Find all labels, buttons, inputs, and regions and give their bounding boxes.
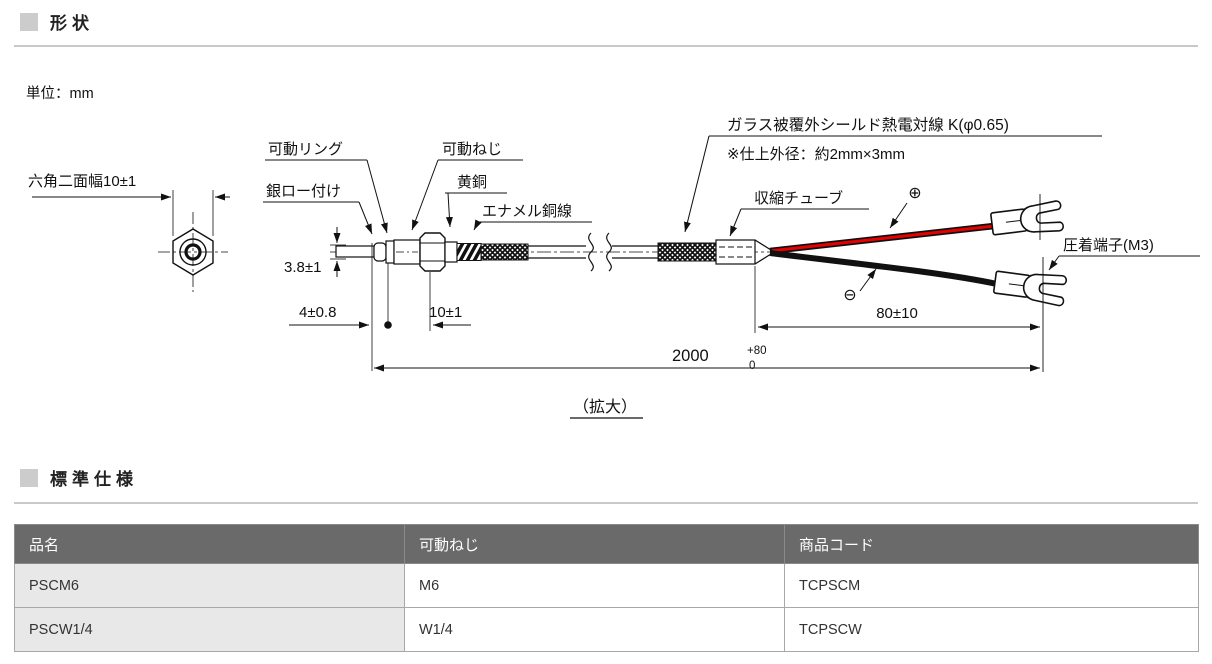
- movable-screw-label: 可動ねじ: [442, 141, 502, 158]
- col-header-code: 商品コード: [784, 524, 1199, 564]
- break-mark: [606, 232, 612, 272]
- cell-screw: M6: [404, 563, 785, 608]
- tip-length-dim: 4±0.8: [299, 304, 336, 321]
- total-length-dim: 2000: [672, 347, 709, 365]
- spec-section-title: 標準仕様: [50, 470, 138, 489]
- positive-wire: [771, 224, 993, 253]
- total-length-tol-lower: 0: [749, 360, 755, 372]
- hex-nut-end-view: [32, 190, 230, 292]
- crimp-terminal-positive: [990, 200, 1065, 236]
- silver-brazing-label: 銀ロー付け: [266, 183, 341, 200]
- movable-ring-label: 可動リング: [268, 141, 343, 158]
- tip-diameter-dim: 3.8±1: [284, 259, 321, 276]
- screw-length-dim: 10±1: [429, 304, 462, 321]
- cell-code: TCPSCW: [784, 607, 1199, 652]
- lead-length-dim: 80±10: [876, 305, 918, 322]
- shrink-tube-part: [715, 239, 772, 265]
- shielded-cable: [480, 232, 717, 272]
- spec-section-header: 標準仕様: [20, 465, 138, 490]
- crimp-terminal-label: 圧着端子(M3): [1063, 237, 1154, 254]
- hex-width-label: 六角二面幅10±1: [28, 173, 136, 190]
- divider: [14, 45, 1198, 47]
- cell-product-name: PSCM6: [14, 563, 405, 608]
- table-header-row: 品名 可動ねじ 商品コード: [14, 524, 1199, 564]
- probe-drawing: 六角二面幅10±1: [28, 116, 1200, 419]
- hex-nut-part: [419, 232, 446, 272]
- spec-table: 品名 可動ねじ 商品コード PSCM6 M6 TCPSCM PSCW1/4 W1…: [14, 524, 1199, 652]
- dimension-lines: [289, 227, 1040, 372]
- enamel-wire-label: エナメル銅線: [482, 203, 572, 220]
- movable-ring-part: [385, 240, 395, 264]
- negative-wire: [769, 250, 998, 287]
- leader-lines: [263, 135, 1200, 292]
- cell-screw: W1/4: [404, 607, 785, 652]
- plus-polarity-icon: ⊕: [908, 185, 921, 202]
- thermocouple-wire-label: ガラス被覆外シールド熱電対線 K(φ0.65): [727, 116, 1009, 134]
- enamel-wire-coil: [457, 243, 481, 261]
- table-row: PSCW1/4 W1/4 TCPSCW: [14, 607, 1199, 652]
- od-note-label: ※仕上外径：約2mm×3mm: [727, 146, 905, 163]
- section-bullet-icon: [20, 468, 38, 487]
- probe-body: [335, 232, 482, 272]
- crimp-terminal-negative: [993, 270, 1068, 307]
- shrink-tube-label: 収縮チューブ: [754, 189, 843, 207]
- col-header-name: 品名: [14, 524, 405, 564]
- minus-polarity-icon: ⊖: [843, 287, 856, 304]
- cell-code: TCPSCM: [784, 563, 1199, 608]
- section-bullet-icon: [20, 12, 38, 31]
- enlarge-link[interactable]: （拡大）: [573, 398, 637, 416]
- break-mark: [588, 232, 594, 272]
- total-length-tol-upper: +80: [747, 345, 767, 357]
- col-header-screw: 可動ねじ: [404, 524, 785, 564]
- brass-label: 黄銅: [457, 174, 487, 191]
- shape-section-title: 形状: [50, 14, 94, 33]
- brass-part: [444, 241, 458, 263]
- divider: [14, 502, 1198, 504]
- shape-section-header: 形状: [20, 9, 94, 34]
- table-row: PSCM6 M6 TCPSCM: [14, 563, 1199, 608]
- unit-label: 単位：mm: [26, 86, 94, 102]
- cell-product-name: PSCW1/4: [14, 607, 405, 652]
